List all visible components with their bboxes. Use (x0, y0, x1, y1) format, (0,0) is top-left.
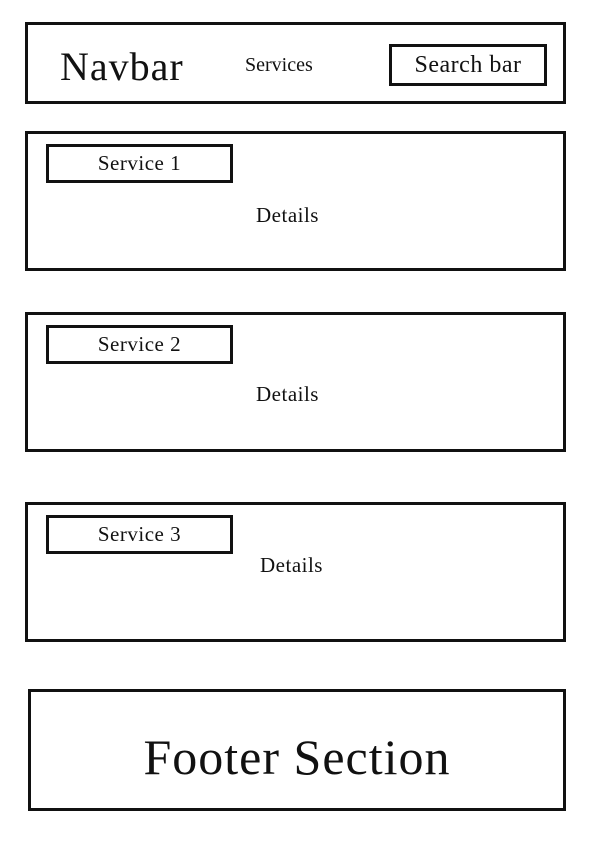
service-details-3: Details (260, 553, 323, 577)
search-bar[interactable]: Search bar (389, 44, 547, 86)
service-title-3: Service 3 (46, 515, 233, 554)
service-card-2: Service 2 Details (25, 312, 566, 452)
service-card-1: Service 1 Details (25, 131, 566, 271)
navbar: Navbar Services Search bar (25, 22, 566, 104)
footer-text: Footer Section (143, 729, 451, 785)
service-details-2: Details (256, 382, 319, 406)
footer: Footer Section (28, 689, 566, 811)
service-card-3: Service 3 Details (25, 502, 566, 642)
service-title-2: Service 2 (46, 325, 233, 364)
service-title-1: Service 1 (46, 144, 233, 183)
service-details-1: Details (256, 203, 319, 227)
nav-link-services[interactable]: Services (245, 54, 313, 76)
navbar-brand[interactable]: Navbar (60, 44, 184, 89)
